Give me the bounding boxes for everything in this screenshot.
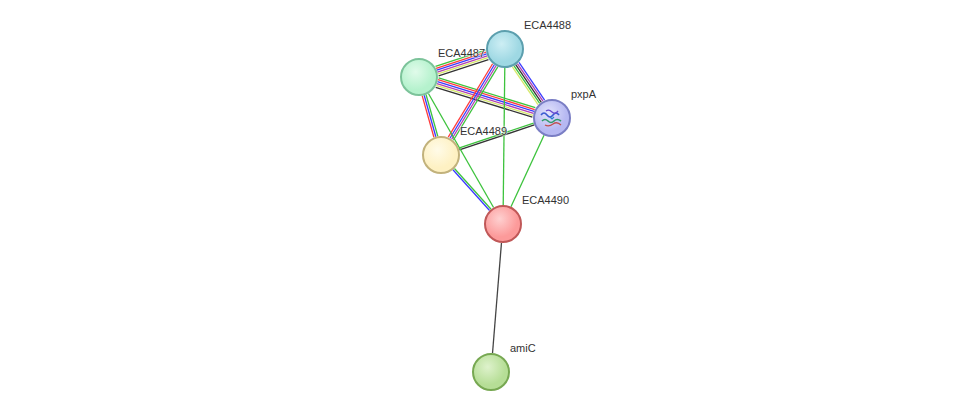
interaction-edge	[422, 95, 438, 138]
evidence-line	[439, 60, 489, 76]
protein-node: ECA4487	[400, 58, 438, 96]
evidence-line	[514, 66, 540, 104]
evidence-line	[512, 67, 538, 105]
evidence-line	[424, 95, 436, 136]
evidence-line	[517, 64, 543, 102]
node-label: pxpA	[571, 88, 596, 101]
node-label: ECA4489	[460, 125, 507, 138]
node-label: amiC	[510, 342, 536, 355]
protein-node: ECA4489	[422, 136, 460, 174]
protein-node: pxpA	[533, 99, 571, 137]
protein-node: amiC	[472, 353, 510, 391]
evidence-line	[454, 168, 491, 209]
interaction-edge	[453, 168, 491, 210]
protein-node: ECA4490	[484, 205, 522, 243]
node-label: ECA4487	[438, 47, 485, 60]
evidence-line	[459, 125, 534, 150]
interaction-edge	[512, 62, 544, 104]
interaction-edge	[459, 123, 535, 150]
evidence-line	[438, 80, 535, 110]
node-label: ECA4490	[522, 194, 569, 207]
evidence-line	[516, 65, 542, 103]
evidence-line	[436, 87, 533, 117]
evidence-line	[436, 85, 533, 115]
evidence-line	[426, 95, 438, 136]
protein-node: ECA4488	[486, 30, 524, 68]
evidence-line	[459, 123, 534, 148]
evidence-line	[493, 243, 502, 353]
interaction-edge	[493, 243, 502, 353]
evidence-line	[438, 58, 488, 74]
node-label: ECA4488	[524, 19, 571, 32]
